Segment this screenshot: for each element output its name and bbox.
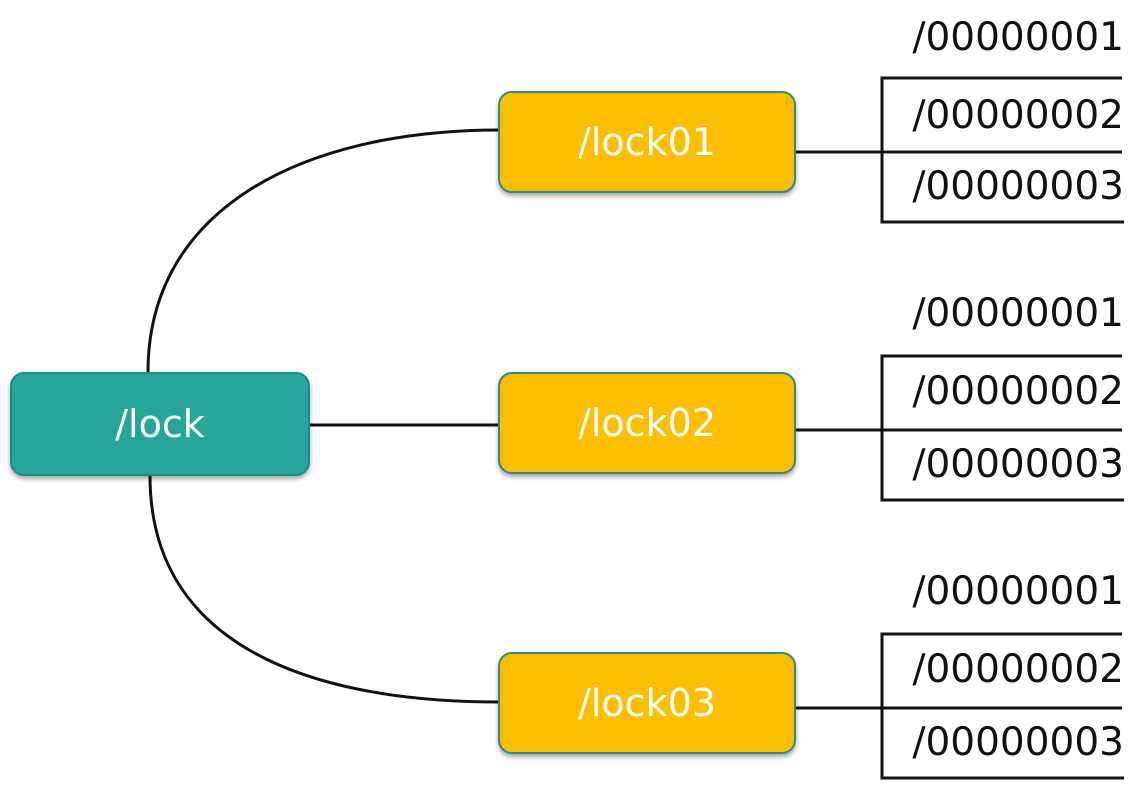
child-node-lock01: /lock01: [498, 91, 796, 193]
seq-item: /00000003: [912, 720, 1124, 765]
seq-list-lock01-frame: [880, 76, 1124, 224]
root-node-lock: /lock: [10, 372, 310, 476]
seq-list-lock03-frame: [880, 632, 1124, 780]
seq-list-lock02-frame: [880, 354, 1124, 502]
seq-item: /00000002: [912, 647, 1124, 692]
seq-item: /00000002: [912, 93, 1124, 138]
child-node-label: /lock02: [578, 401, 716, 445]
root-node-label: /lock: [115, 402, 205, 446]
child-node-label: /lock01: [578, 120, 716, 164]
child-node-label: /lock03: [578, 681, 716, 725]
connector-root-lock03: [148, 475, 501, 704]
seq-item: /00000001: [912, 569, 1124, 614]
seq-item: /00000001: [912, 291, 1124, 336]
child-node-lock03: /lock03: [498, 652, 796, 754]
seq-item: /00000003: [912, 164, 1124, 209]
seq-item: /00000001: [912, 15, 1124, 60]
seq-item: /00000003: [912, 442, 1124, 487]
connector-root-lock01: [146, 128, 501, 373]
child-node-lock02: /lock02: [498, 372, 796, 474]
seq-item: /00000002: [912, 369, 1124, 414]
